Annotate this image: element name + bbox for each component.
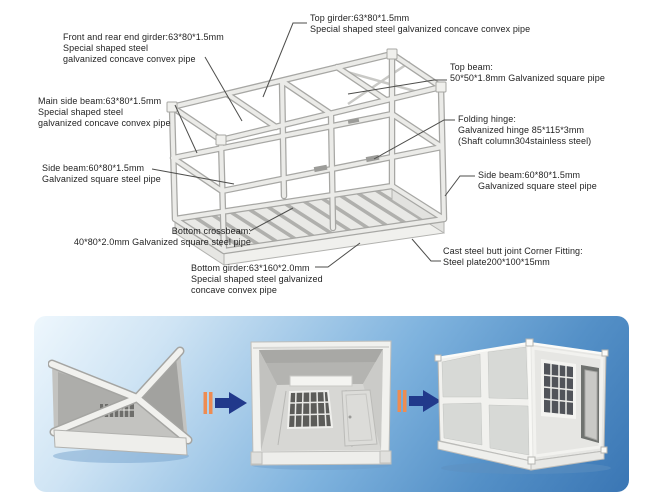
side-wall-panels — [441, 346, 530, 456]
window — [541, 359, 576, 419]
corner-castings — [434, 338, 609, 465]
label-side-beam-left: Side beam:60*80*1.5mm Galvanized square … — [42, 163, 161, 184]
label-corner-fitting: Cast steel butt joint Corner Fitting: St… — [443, 246, 583, 267]
base-skirt — [250, 450, 392, 466]
label-main-side-beam: Main side beam:63*80*1.5mm Special shape… — [38, 96, 171, 128]
corner-fittings — [166, 48, 447, 146]
leader-lines — [151, 22, 475, 268]
top-braces — [339, 60, 419, 106]
label-folding-hinge: Folding hinge: Galvanized hinge 85*115*3… — [458, 114, 592, 146]
folded-panels — [48, 346, 193, 445]
arrow-right-icon — [397, 390, 441, 412]
label-front-rear-end-girder: Front and rear end girder:63*80*1.5mm Sp… — [63, 32, 224, 64]
hinge-plates — [313, 117, 380, 173]
frame-spec-diagram: Front and rear end girder:63*80*1.5mm Sp… — [38, 13, 605, 295]
base-skirt-end — [530, 450, 605, 471]
floor-crossbeams — [192, 187, 427, 250]
photo-assembled-container — [434, 338, 611, 474]
label-top-beam: Top beam: 50*50*1.8mm Galvanized square … — [450, 62, 605, 83]
frame-illustration — [151, 22, 475, 268]
arrow-right-icon — [203, 392, 247, 414]
label-bottom-girder: Bottom girder:63*160*2.0mm Special shape… — [191, 263, 323, 295]
label-bottom-crossbeam: Bottom crossbeam: 40*80*2.0mm Galvanized… — [73, 226, 251, 247]
base-slab — [53, 429, 188, 456]
doorway — [581, 365, 599, 443]
label-top-girder: Top girder:63*80*1.5mm Special shaped st… — [310, 13, 531, 34]
folded-roof-slat — [289, 375, 353, 387]
photo-unfolding-container — [250, 340, 392, 470]
folding-process-panel — [34, 316, 629, 492]
photo-folded-container — [48, 346, 193, 463]
door-panel — [341, 389, 378, 447]
window-grille-panel — [286, 389, 334, 430]
label-side-beam-right: Side beam:60*80*1.5mm Galvanized square … — [478, 170, 597, 191]
